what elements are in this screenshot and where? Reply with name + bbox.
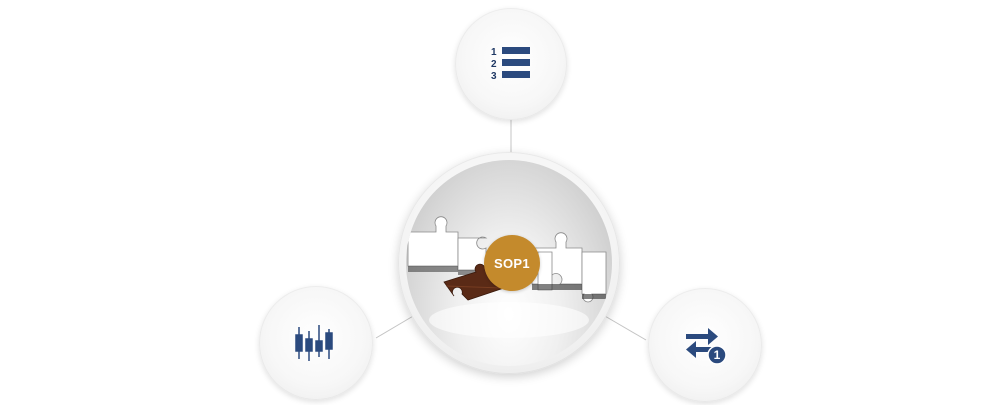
list-number-3: 3 bbox=[491, 71, 497, 82]
repeat-badge-number: 1 bbox=[714, 348, 721, 362]
puzzle-photo bbox=[406, 160, 612, 366]
node-candlestick[interactable] bbox=[259, 286, 373, 400]
node-repeat-one[interactable]: 1 bbox=[648, 288, 762, 402]
numbered-list-icon: 1 2 3 bbox=[491, 47, 530, 82]
candlestick-icon bbox=[295, 325, 333, 361]
puzzle-illustration bbox=[407, 216, 607, 338]
repeat-one-icon: 1 bbox=[686, 328, 727, 365]
node-numbered-list[interactable]: 1 2 3 bbox=[455, 8, 567, 120]
list-number-1: 1 bbox=[491, 47, 497, 58]
sop-center-badge[interactable]: SOP1 bbox=[484, 235, 540, 291]
list-number-2: 2 bbox=[491, 59, 497, 70]
